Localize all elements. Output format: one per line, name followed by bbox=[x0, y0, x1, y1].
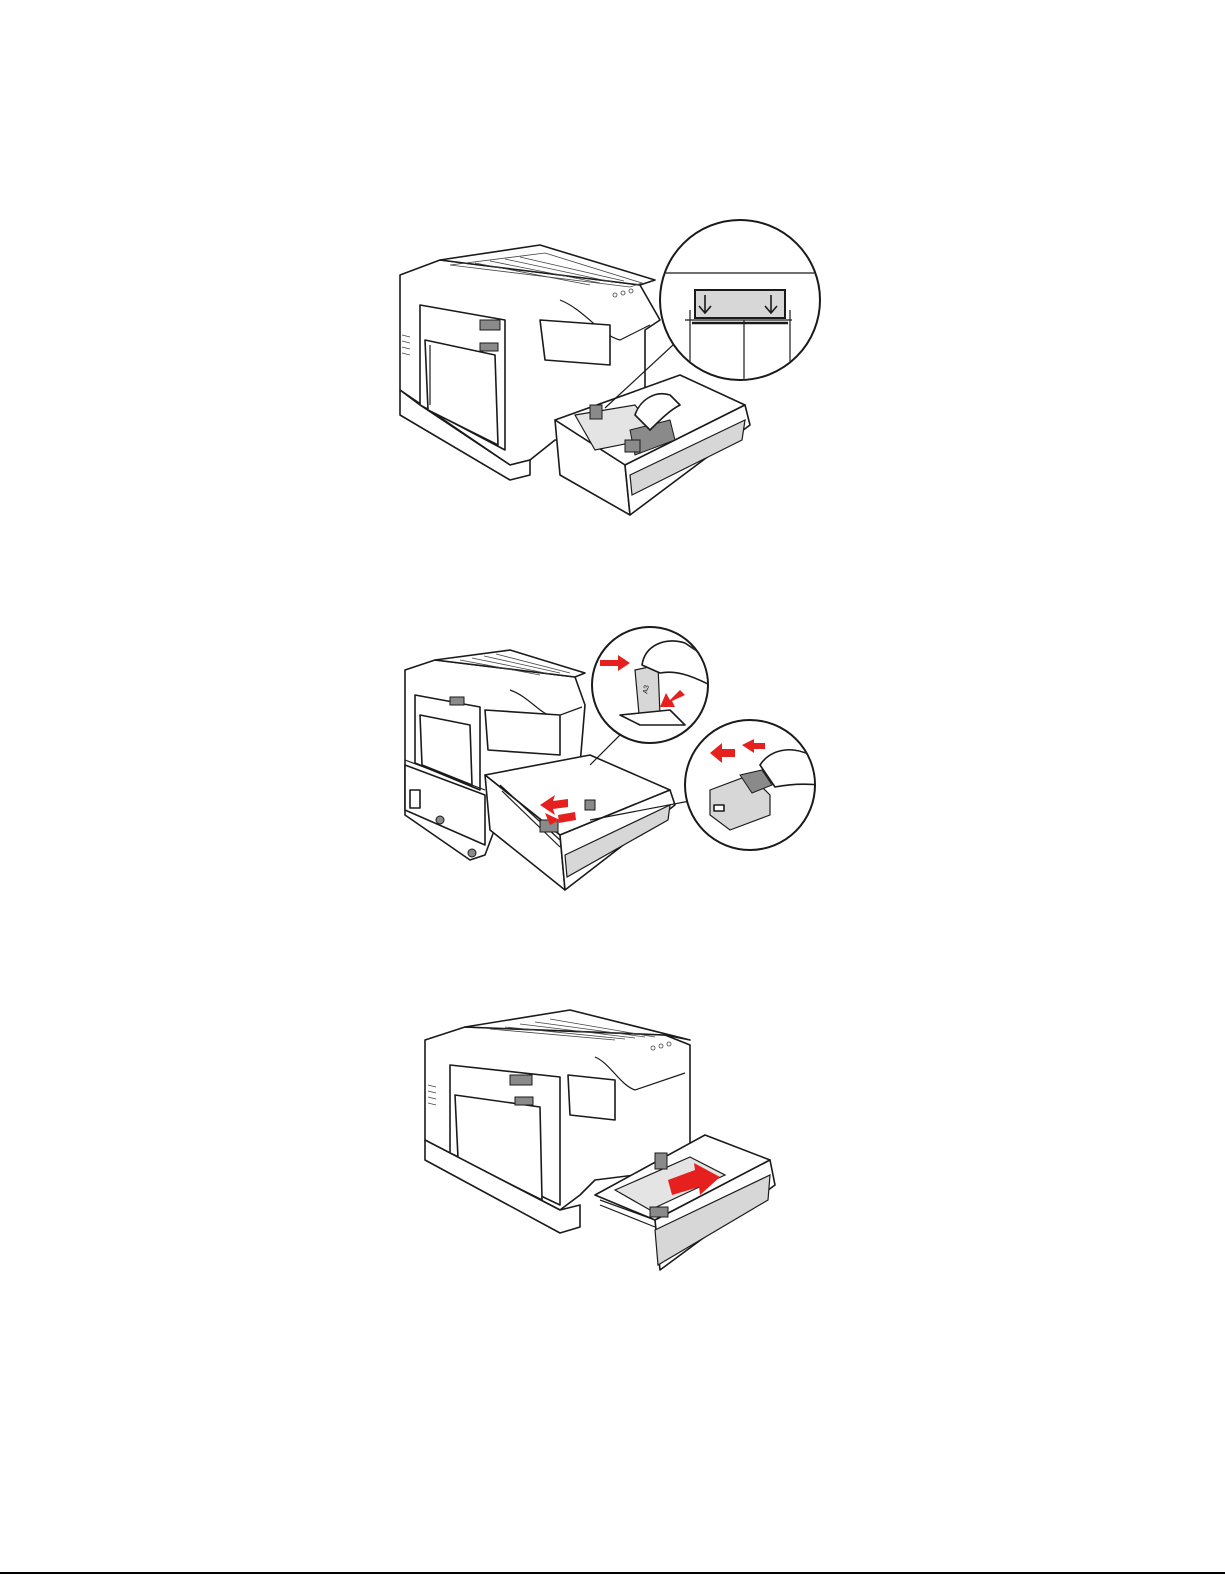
callout-length-guide: A3 bbox=[592, 627, 710, 743]
figure-adjust-paper-guides: A3 bbox=[390, 615, 825, 900]
printer-tray-illustration bbox=[380, 225, 830, 525]
callout-max-fill-label bbox=[660, 220, 825, 385]
svg-text:A3: A3 bbox=[642, 685, 650, 695]
paper-guide-illustration: A3 bbox=[390, 615, 825, 900]
figure-load-paper-fill-line bbox=[380, 225, 830, 525]
callout-width-guide bbox=[685, 720, 820, 850]
paper-tray bbox=[485, 755, 675, 890]
figure-close-tray bbox=[410, 995, 785, 1275]
close-tray-illustration bbox=[410, 995, 785, 1275]
footer-rule bbox=[0, 1572, 1225, 1574]
